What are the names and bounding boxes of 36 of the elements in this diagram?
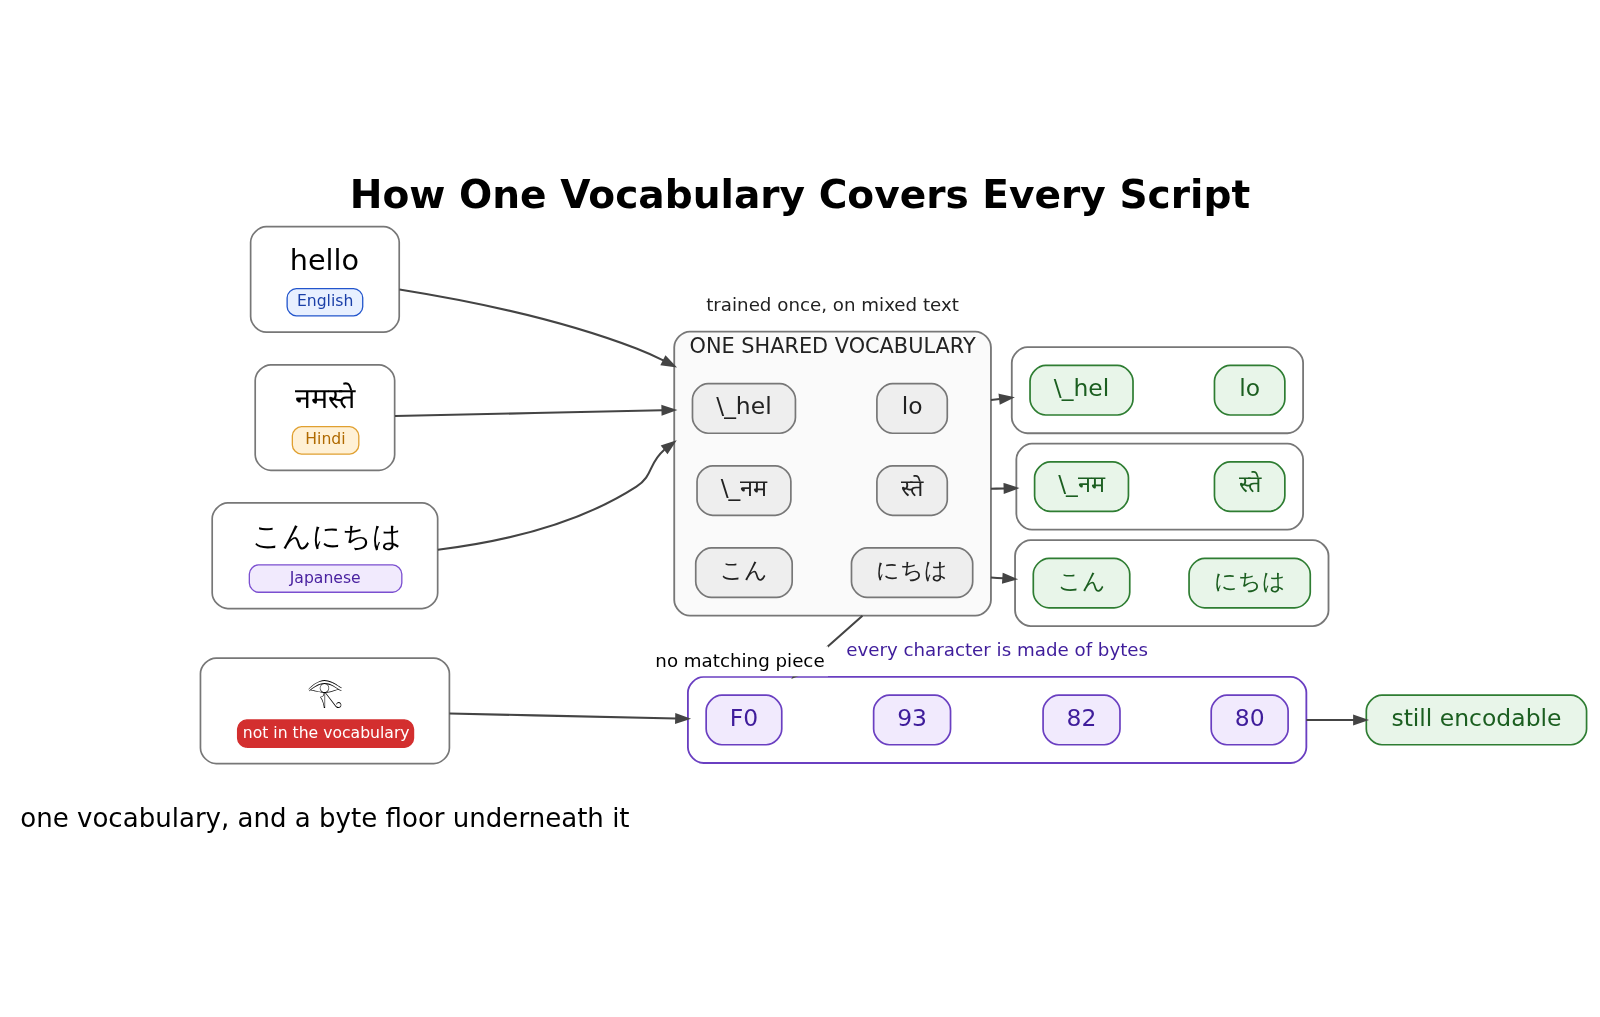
arrow bbox=[1306, 714, 1370, 726]
node-box: \_नम bbox=[696, 464, 792, 517]
node-box: こん bbox=[694, 547, 794, 599]
node-box: hello English bbox=[249, 225, 401, 334]
arrow bbox=[990, 482, 1020, 495]
node-box: still encodable bbox=[1365, 694, 1588, 746]
arrow bbox=[399, 288, 678, 368]
node-box: 80 bbox=[1210, 694, 1289, 746]
node-label: trained once, on mixed text bbox=[706, 293, 959, 315]
node-box: \_hel bbox=[691, 382, 797, 435]
node-box: 82 bbox=[1042, 694, 1121, 746]
node-box: にちは bbox=[1188, 557, 1312, 609]
node-box: स्ते bbox=[1213, 461, 1286, 513]
arrow bbox=[437, 440, 677, 551]
arrow bbox=[394, 404, 678, 418]
caption: one vocabulary, and a byte floor underneath it bbox=[20, 802, 630, 833]
node-box: 𓂀 not in the vocabulary bbox=[199, 657, 451, 765]
arrow bbox=[449, 712, 692, 725]
edge-label: no matching piece bbox=[655, 649, 825, 671]
cluster bbox=[687, 676, 1308, 764]
node-box: lo bbox=[1213, 364, 1286, 416]
node-box: こん bbox=[1032, 557, 1131, 609]
node-label: every character is made of bytes bbox=[846, 639, 1149, 661]
node-box: こんにちは Japanese bbox=[211, 502, 439, 610]
node-box: \_hel bbox=[1029, 364, 1134, 416]
cluster bbox=[1010, 346, 1304, 435]
node-box: lo bbox=[876, 382, 949, 435]
diagram-title: How One Vocabulary Covers Every Script bbox=[349, 172, 1251, 218]
node-box: नमस्ते Hindi bbox=[254, 363, 396, 472]
cluster bbox=[1014, 539, 1330, 628]
cluster bbox=[1015, 442, 1304, 531]
node-box: 93 bbox=[872, 694, 952, 746]
node-box: स्ते bbox=[876, 464, 949, 517]
node-box: F0 bbox=[705, 694, 783, 746]
node-box: \_नम bbox=[1033, 461, 1130, 513]
node-box: にちは bbox=[850, 547, 974, 599]
